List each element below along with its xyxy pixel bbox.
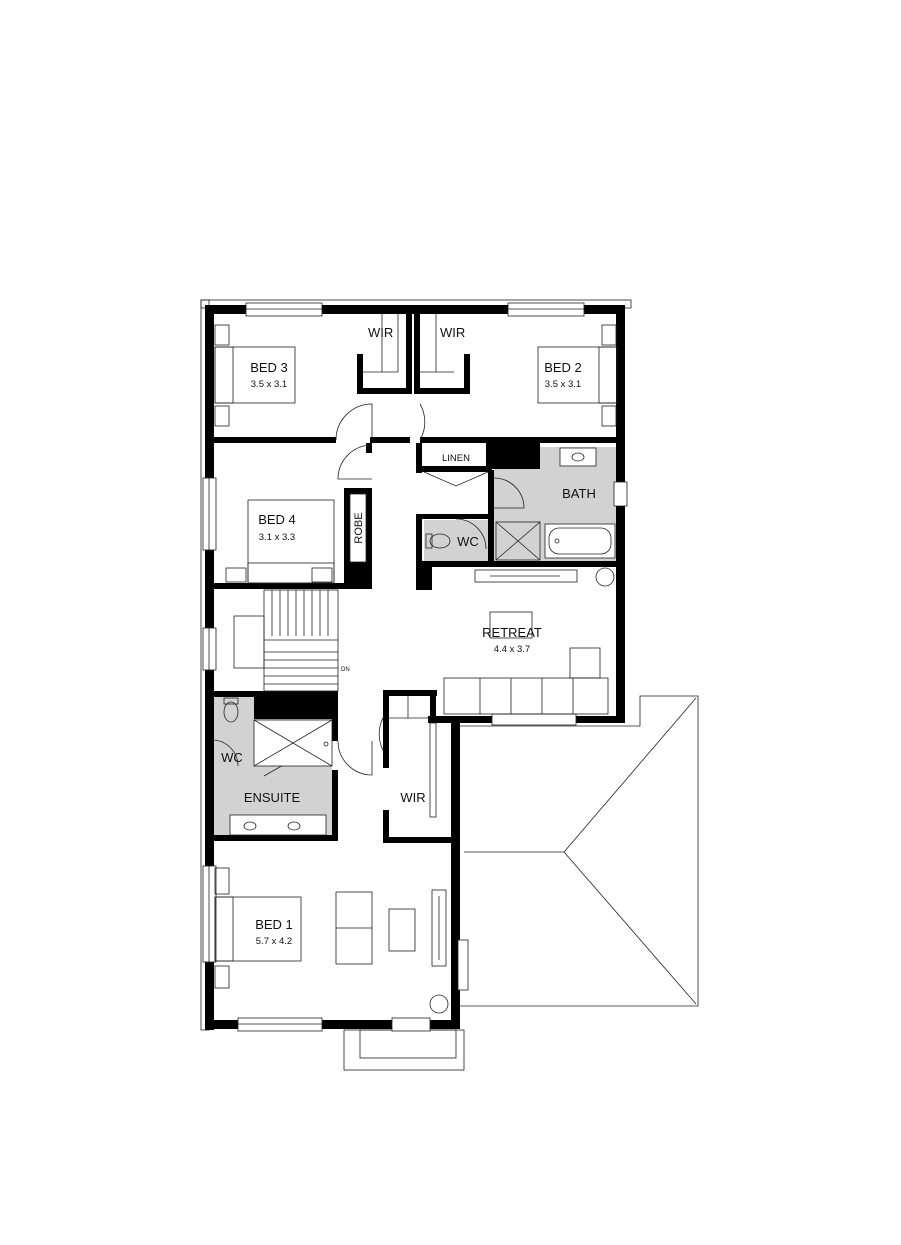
windows bbox=[202, 302, 628, 1032]
wc-main-label: WC bbox=[457, 534, 479, 549]
stair-dn-label: DN bbox=[341, 667, 350, 673]
ensuite-label: ENSUITE bbox=[244, 790, 301, 805]
linen-label: LINEN bbox=[442, 453, 470, 464]
retreat-size: 4.4 x 3.7 bbox=[494, 644, 530, 655]
bed3-name: BED 3 bbox=[250, 360, 288, 375]
bed2-size: 3.5 x 3.1 bbox=[545, 379, 581, 390]
fixtures bbox=[214, 314, 618, 1014]
robe-label: ROBE bbox=[353, 512, 365, 543]
bed1-name: BED 1 bbox=[255, 917, 293, 932]
bed3-size: 3.5 x 3.1 bbox=[251, 379, 287, 390]
staircase bbox=[233, 589, 339, 692]
wir-bed2-label: WIR bbox=[440, 325, 465, 340]
wc-ensuite-label: WC bbox=[221, 750, 243, 765]
wir-bed3-label: WIR bbox=[368, 325, 393, 340]
bath-label: BATH bbox=[562, 486, 596, 501]
bed4-name: BED 4 bbox=[258, 512, 296, 527]
bed4-size: 3.1 x 3.3 bbox=[259, 532, 295, 543]
bed2-name: BED 2 bbox=[544, 360, 582, 375]
wir-bed1-label: WIR bbox=[400, 790, 425, 805]
bed1-size: 5.7 x 4.2 bbox=[256, 936, 292, 947]
room-labels: WIR WIR BED 3 3.5 x 3.1 BED 2 3.5 x 3.1 … bbox=[221, 325, 596, 947]
retreat-name: RETREAT bbox=[482, 625, 542, 640]
wet-areas bbox=[212, 447, 618, 835]
